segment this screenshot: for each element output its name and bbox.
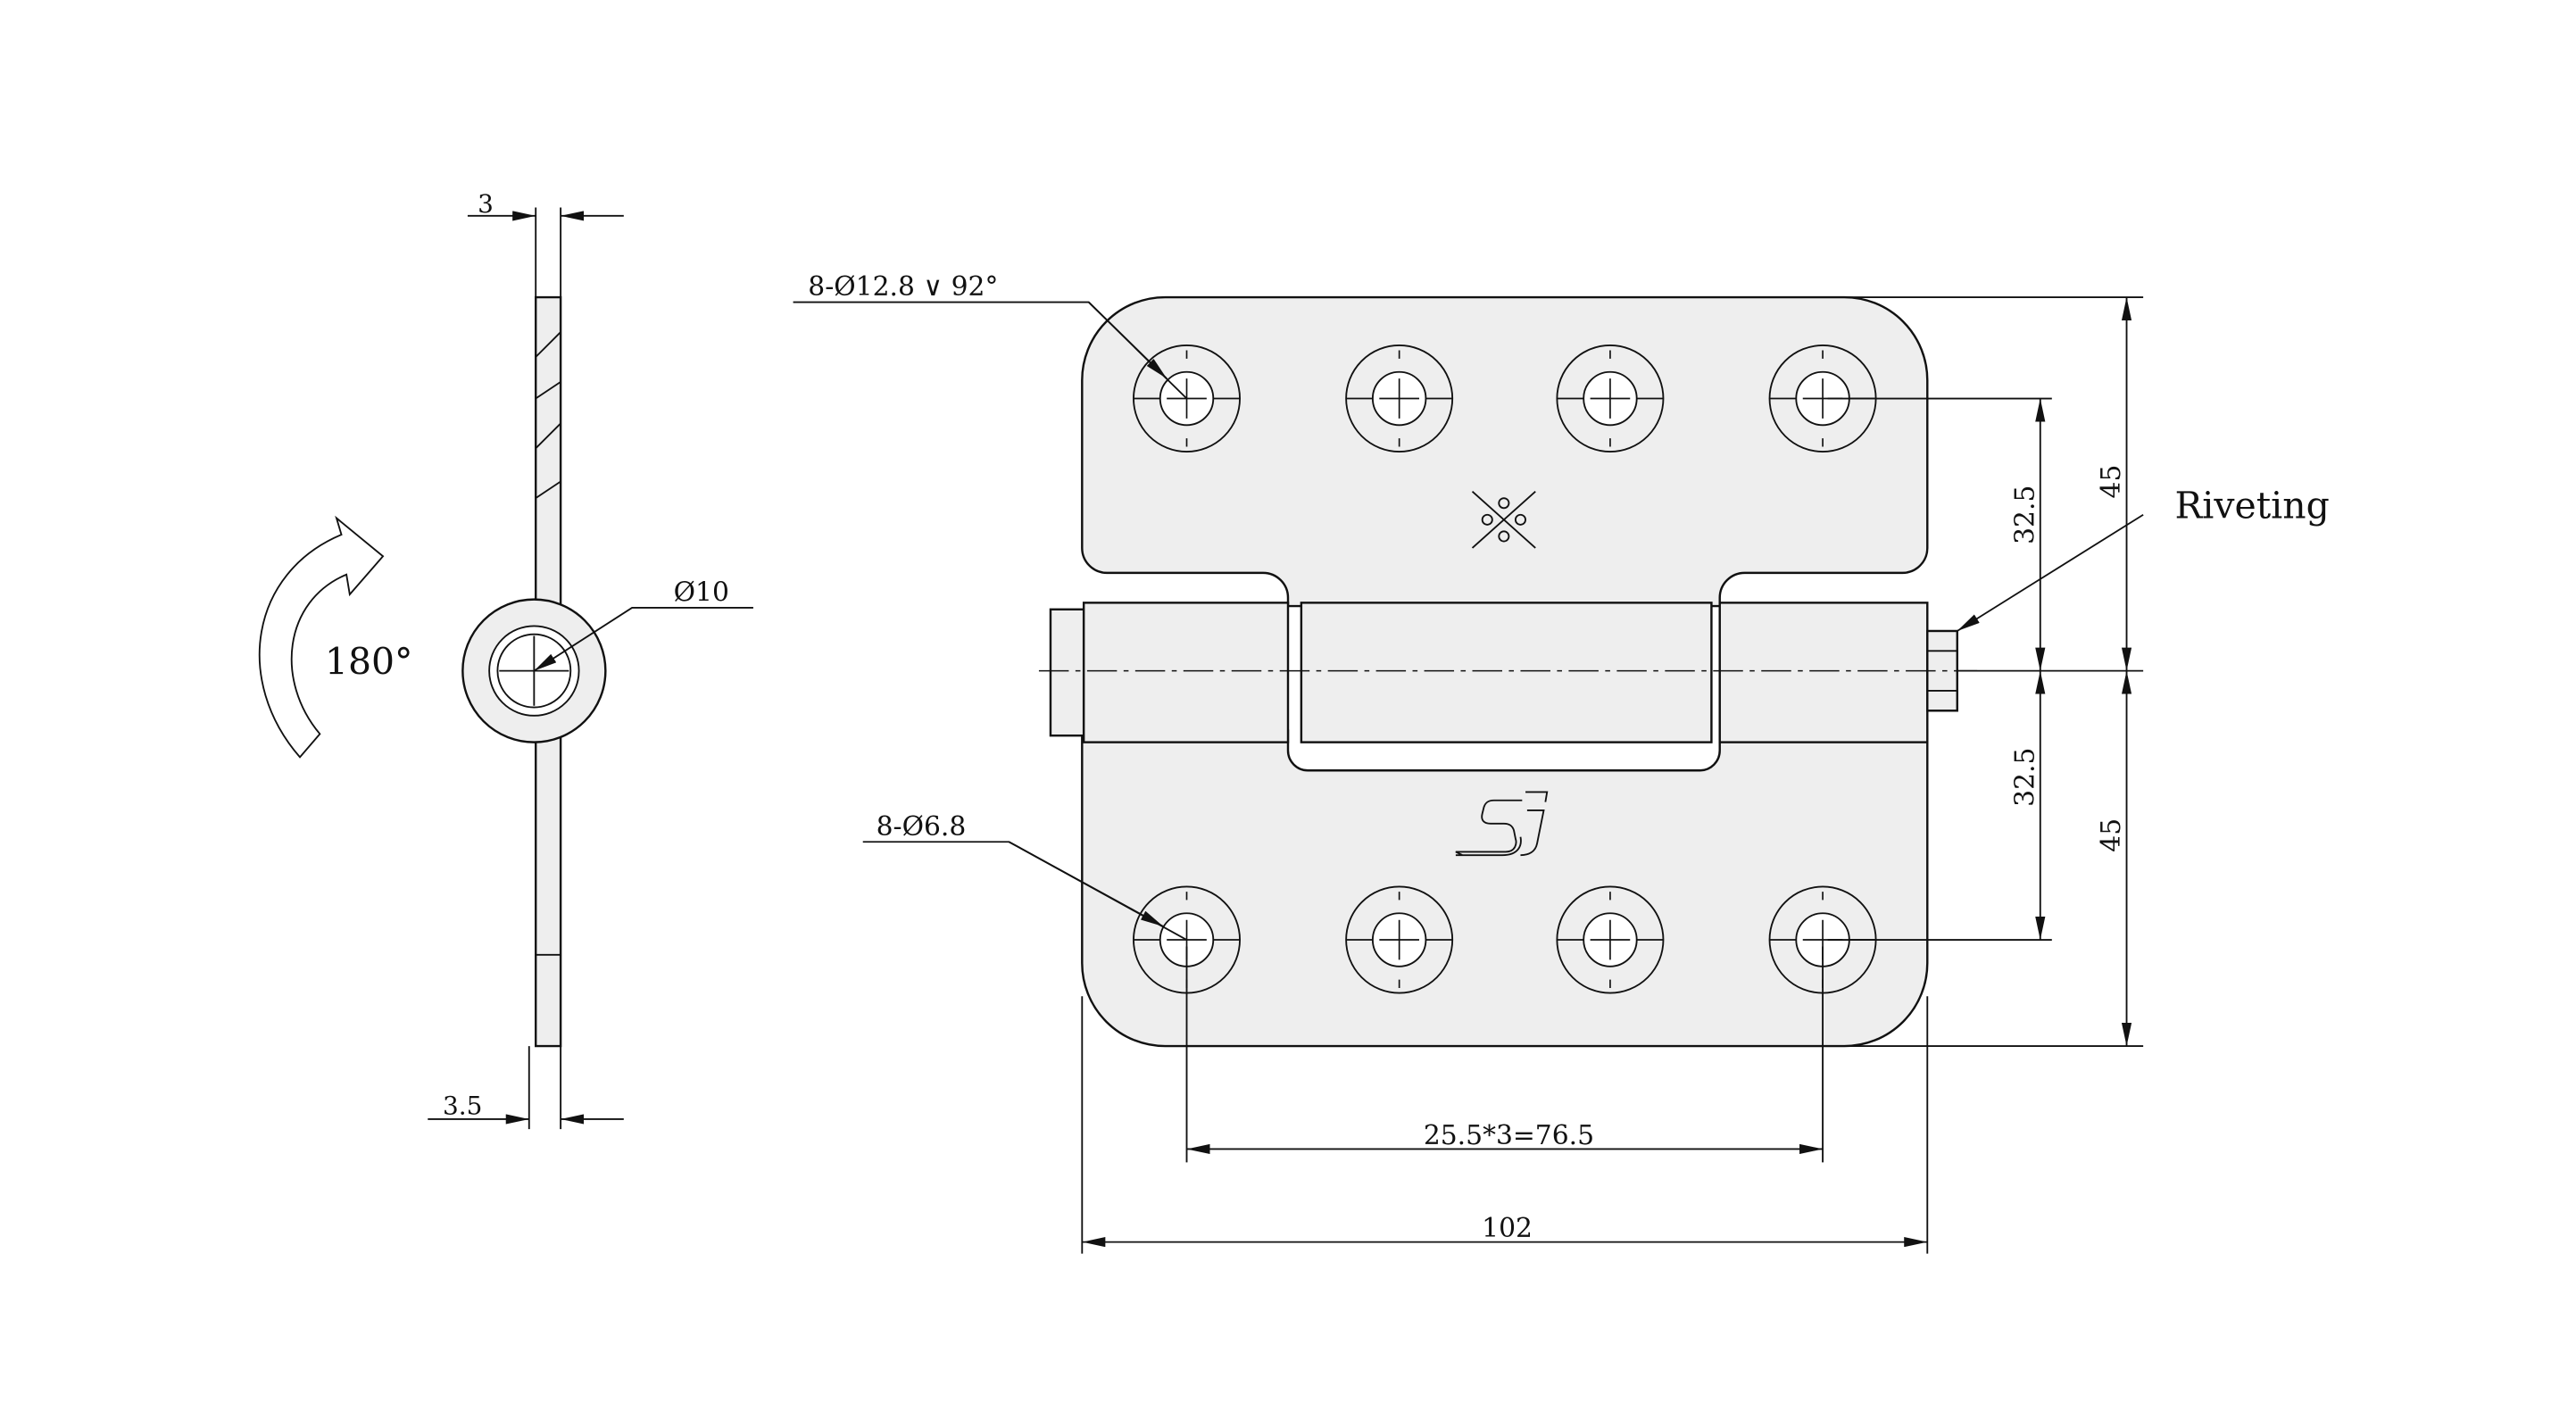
rotation-label: 180° — [325, 640, 413, 683]
pin-diameter-label: Ø10 — [674, 577, 729, 608]
knuckle-left — [1082, 602, 1290, 743]
hinge-direction-mark-icon — [1471, 491, 1536, 549]
side-view: 3 3.5 Ø10 180° — [258, 189, 753, 1130]
pin-head-left — [1049, 608, 1085, 737]
mounting-hole — [1768, 345, 1877, 452]
thickness-top-label: 3 — [478, 189, 494, 219]
hole-pitch-label: 25.5*3=76.5 — [1424, 1120, 1594, 1151]
hole-offset-bottom-label: 32.5 — [2009, 748, 2040, 807]
mounting-hole — [1556, 885, 1665, 994]
riveting-label: Riveting — [2174, 484, 2329, 527]
countersink-note: 8-Ø12.8 ∨ 92° — [808, 271, 998, 303]
mounting-hole — [1345, 885, 1454, 994]
thickness-bottom-label: 3.5 — [443, 1091, 482, 1120]
hole-note: 8-Ø6.8 — [877, 811, 967, 843]
hole-offset-top-label: 32.5 — [2009, 486, 2040, 544]
half-height-top-label: 45 — [2096, 465, 2127, 499]
sj-logo — [1455, 791, 1549, 857]
top-leaf — [1081, 295, 1929, 608]
bottom-leaf — [1081, 729, 1929, 1048]
overall-width-label: 102 — [1482, 1213, 1533, 1244]
half-height-bottom-label: 45 — [2096, 818, 2127, 852]
rotation-arrow-icon — [258, 515, 385, 759]
mounting-hole — [1556, 345, 1665, 452]
mounting-hole — [1345, 345, 1454, 452]
knuckle-right — [1718, 602, 1929, 743]
front-view: 8-Ø12.8 ∨ 92° 8-Ø6.8 25.5*3=76.5 102 45 … — [793, 271, 2330, 1254]
knuckle-center — [1300, 602, 1713, 743]
